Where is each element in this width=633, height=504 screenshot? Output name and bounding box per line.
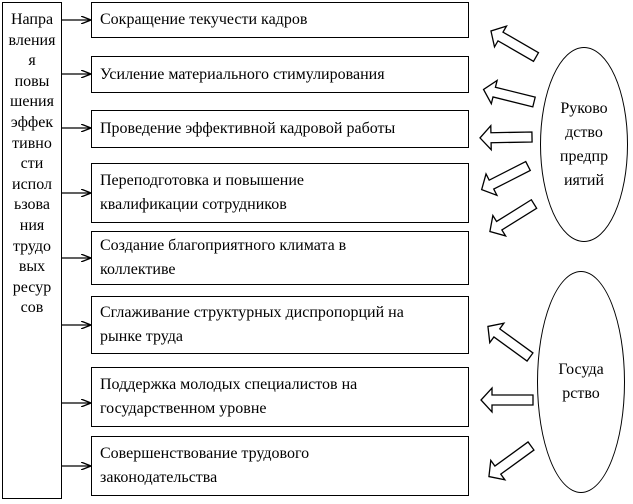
hollow-arrow-icon — [488, 441, 535, 481]
directions-line: вления — [8, 31, 56, 49]
item-text: Поддержка молодых специалистов на — [100, 376, 358, 393]
hollow-arrow-icon — [479, 124, 533, 152]
hollow-arrow-icon — [490, 24, 540, 63]
ellipse-text: Руково — [560, 99, 608, 117]
item-text: Переподготовка и повышение — [100, 172, 304, 189]
item-box-staff-turnover: Сокращение текучести кадров — [91, 2, 469, 38]
item-text: коллективе — [100, 261, 176, 278]
directions-line: тивно — [12, 134, 52, 152]
enterprise-management-ellipse: Руково дство предпр иятий — [540, 47, 628, 242]
item-box-hr-work: Проведение эффективной кадровой работы — [91, 110, 469, 148]
item-text: Сокращение текучести кадров — [100, 11, 308, 28]
ellipse-text: предпр — [559, 147, 609, 165]
item-text: Проведение эффективной кадровой работы — [100, 120, 396, 137]
item-box-climate: Создание благоприятного климата в коллект… — [91, 231, 469, 285]
ellipse-text: дство — [565, 123, 603, 141]
directions-line: шения — [10, 93, 54, 111]
state-ellipse: Госуда рство — [537, 271, 625, 493]
directions-line: ьзова — [14, 196, 50, 214]
ellipse-text: Госуда — [558, 361, 604, 378]
hollow-arrow-icon — [480, 160, 532, 197]
item-text: рынке труда — [100, 328, 183, 345]
ellipse-text: рство — [562, 385, 600, 402]
hollow-arrow-icon — [489, 198, 538, 237]
directions-line: ния — [19, 216, 45, 234]
directions-line: сти — [20, 155, 44, 173]
directions-line: испол — [12, 175, 52, 193]
item-text: Создание благоприятного климата в — [100, 237, 347, 254]
directions-line: эффек — [10, 113, 54, 131]
item-box-material-incentives: Усиление материального стимулирования — [91, 56, 469, 93]
item-text: государственном уровне — [100, 400, 267, 417]
directions-line: вых — [18, 258, 46, 276]
item-text: Совершенствование трудового — [100, 445, 310, 462]
hollow-arrow-icon — [487, 322, 534, 362]
item-box-structural-disproportions: Сглаживание структурных диспропорций на р… — [91, 296, 469, 354]
directions-line: ресур — [12, 278, 52, 296]
hollow-arrow-icon — [482, 78, 536, 108]
item-box-retraining: Переподготовка и повышение квалификации с… — [91, 163, 469, 223]
directions-line: трудо — [12, 237, 52, 255]
directions-line: сов — [20, 299, 44, 317]
item-text: Усиление материального стимулирования — [100, 65, 385, 83]
item-box-labor-legislation: Совершенствование трудового законодательс… — [91, 436, 469, 496]
directions-line: повы — [14, 72, 50, 90]
item-box-young-specialists: Поддержка молодых специалистов на государ… — [91, 367, 469, 427]
directions-box: Напра вления я повы шения эффек тивно ст… — [2, 2, 62, 499]
hollow-arrow-icon — [480, 386, 534, 414]
directions-line: Напра — [10, 11, 54, 28]
item-text: Сглаживание структурных диспропорций на — [100, 304, 404, 321]
item-text: законодательства — [100, 469, 218, 486]
item-text: квалификации сотрудников — [100, 196, 287, 213]
ellipse-text: иятий — [563, 171, 605, 189]
directions-line: я — [28, 52, 36, 70]
